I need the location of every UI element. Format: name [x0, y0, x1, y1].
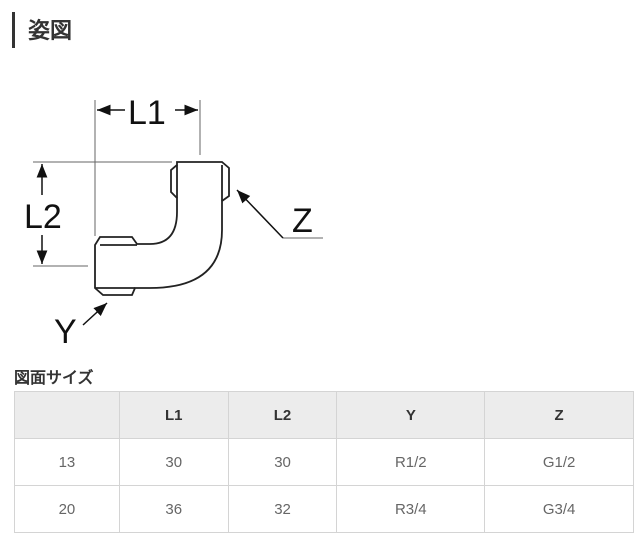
table-row: 13 30 30 R1/2 G1/2: [14, 438, 634, 486]
header-cell: [14, 391, 120, 439]
elbow-fitting-diagram: L1 L2 Z Y: [24, 94, 323, 351]
label-l1: L1: [128, 94, 166, 132]
table-row: 20 36 32 R3/4 G3/4: [14, 485, 634, 533]
table-cell: G3/4: [484, 485, 634, 533]
table-cell: R1/2: [336, 438, 486, 486]
table-title: 図面サイズ: [14, 368, 94, 387]
title-accent-bar: [12, 12, 15, 48]
header-cell: L2: [227, 391, 338, 439]
table-cell: R3/4: [336, 485, 486, 533]
label-l2: L2: [24, 198, 62, 236]
table-cell: 13: [14, 438, 120, 486]
label-y: Y: [54, 313, 77, 351]
label-z: Z: [292, 202, 313, 240]
header-cell: Y: [336, 391, 486, 439]
table-cell: 30: [118, 438, 229, 486]
table-cell: G1/2: [484, 438, 634, 486]
section-title: 姿図: [28, 19, 73, 44]
elbow-fitting: [94, 161, 230, 296]
table-cell: 20: [14, 485, 120, 533]
table-header-row: L1 L2 Y Z: [14, 391, 634, 439]
table-cell: 30: [227, 438, 338, 486]
table-cell: 32: [227, 485, 338, 533]
size-table: L1 L2 Y Z 13 30 30 R1/2 G1/2 20 36 32 R3…: [14, 391, 634, 533]
header-cell: Z: [484, 391, 634, 439]
header-cell: L1: [118, 391, 229, 439]
table-cell: 36: [118, 485, 229, 533]
